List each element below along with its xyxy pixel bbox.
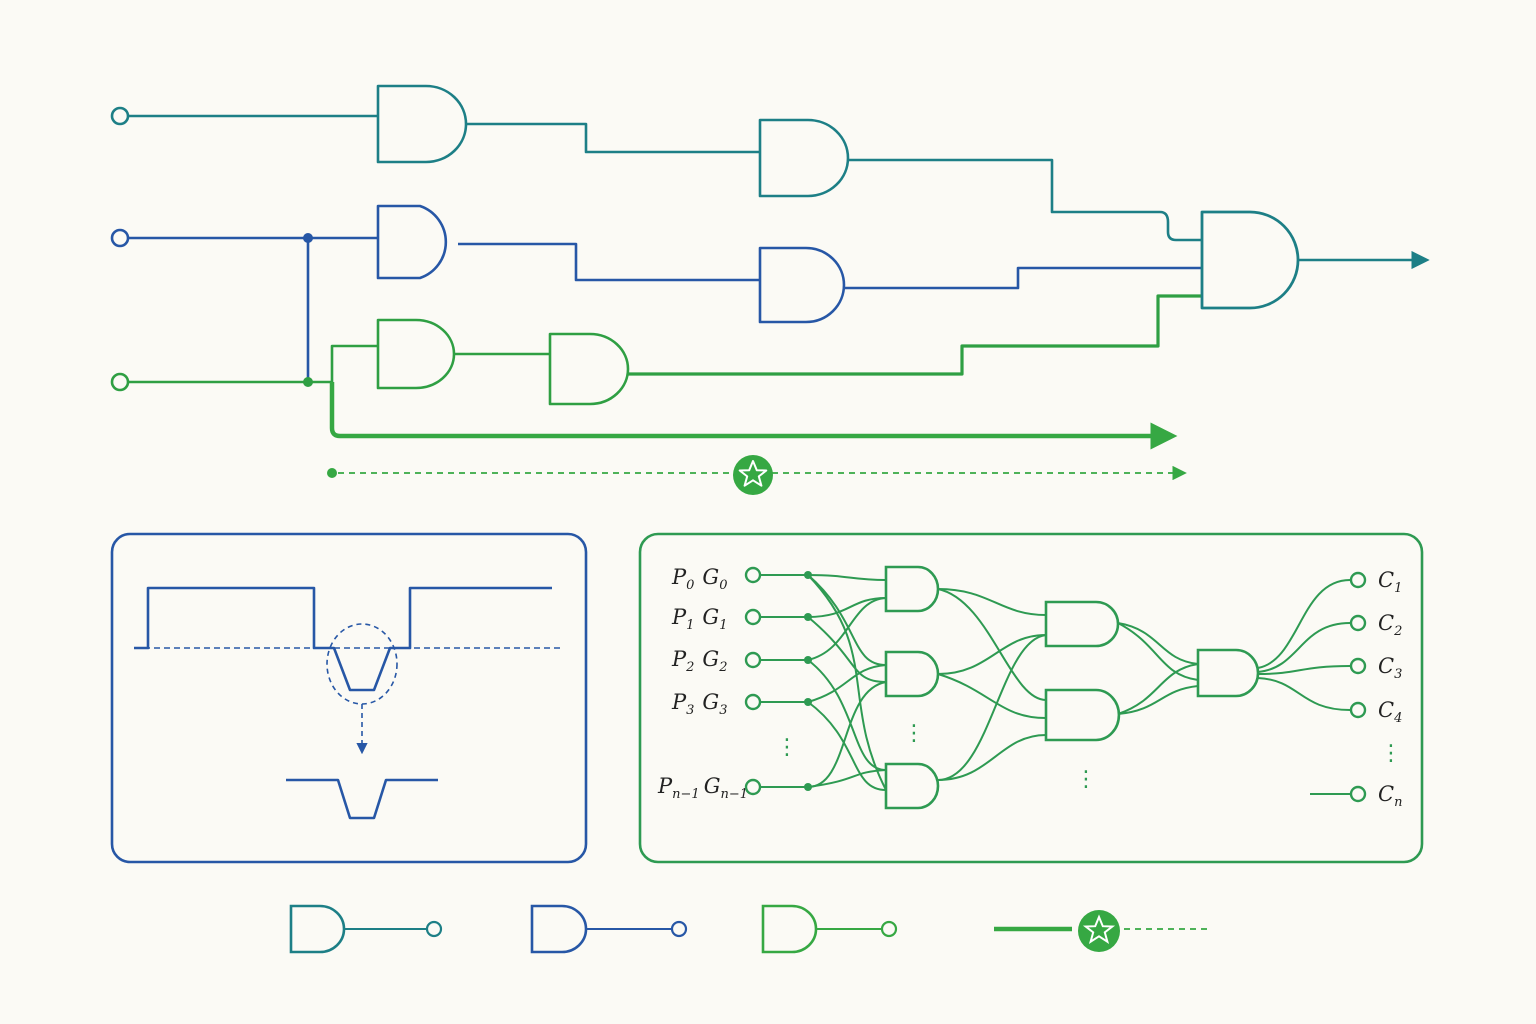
junction-b xyxy=(303,233,313,243)
legend-teal-gate xyxy=(289,904,443,954)
wire-g4-out xyxy=(628,294,1202,376)
stage1-gate-1[interactable] xyxy=(884,565,940,613)
and-gate-3[interactable] xyxy=(376,318,456,390)
terminal-p2g2[interactable] xyxy=(744,651,762,669)
and-gate-5[interactable] xyxy=(758,118,850,198)
bypass-path xyxy=(329,382,1178,450)
stage2-gate-2[interactable] xyxy=(1044,688,1121,742)
terminal-c2[interactable] xyxy=(1349,614,1367,632)
terminal-pn1gn1[interactable] xyxy=(744,778,762,796)
legend xyxy=(289,904,1210,954)
input-terminal-a[interactable] xyxy=(110,106,130,126)
wire-g5-out xyxy=(848,158,1202,242)
input-terminal-c[interactable] xyxy=(110,372,130,392)
stage3-gate[interactable] xyxy=(1196,648,1260,698)
legend-green-gate xyxy=(761,904,898,954)
network-input-terminals xyxy=(744,566,762,796)
label-cn: Cn xyxy=(1378,782,1402,810)
terminal-c3[interactable] xyxy=(1349,657,1367,675)
ellipsis-inputs: ⋮ xyxy=(776,735,798,760)
network-wires xyxy=(760,574,1351,795)
legend-path xyxy=(994,910,1210,952)
stage1-gate-2[interactable] xyxy=(884,650,940,698)
terminal-p1g1[interactable] xyxy=(744,608,762,626)
label-c1: C1 xyxy=(1378,568,1402,596)
wire-g1-out xyxy=(466,122,760,154)
wire-g6-out xyxy=(844,266,1202,290)
waveform xyxy=(134,586,552,692)
junction-c xyxy=(303,377,313,387)
ellipsis-outputs: ⋮ xyxy=(1380,741,1402,766)
label-c4: C4 xyxy=(1378,698,1402,726)
terminal-p3g3[interactable] xyxy=(744,693,762,711)
network-gates xyxy=(884,565,1260,810)
legend-blue-gate xyxy=(530,904,688,954)
terminal-cn[interactable] xyxy=(1349,785,1367,803)
terminal-p0g0[interactable] xyxy=(744,566,762,584)
ellipses: ⋮ ⋮ ⋮ ⋮ xyxy=(776,721,1402,792)
and-gate-4[interactable] xyxy=(548,332,630,406)
wire-c-up xyxy=(330,344,378,382)
stage1-gate-3[interactable] xyxy=(884,762,940,810)
star-icon xyxy=(733,455,773,495)
stage2-gate-1[interactable] xyxy=(1044,600,1120,648)
terminal-c4[interactable] xyxy=(1349,701,1367,719)
and-gate-6[interactable] xyxy=(758,246,846,324)
wire-g2-out xyxy=(458,242,760,282)
label-c2: C2 xyxy=(1378,611,1402,639)
glitch-highlight xyxy=(326,623,398,705)
main-circuit xyxy=(110,84,1430,495)
glitch-panel xyxy=(110,532,588,864)
legend-star-icon xyxy=(1078,910,1120,952)
output-labels: C1 C2 C3 C4 Cn xyxy=(1378,568,1402,810)
network-output-terminals xyxy=(1349,571,1367,803)
ellipsis-stage2: ⋮ xyxy=(1075,767,1097,792)
and-gate-2[interactable] xyxy=(376,204,448,280)
glitch-pulse xyxy=(286,778,438,820)
and-gate-final[interactable] xyxy=(1200,210,1300,310)
ellipsis-stage1: ⋮ xyxy=(903,721,925,746)
dashed-path-start xyxy=(327,468,337,478)
input-terminal-b[interactable] xyxy=(110,228,130,248)
terminal-c1[interactable] xyxy=(1349,571,1367,589)
network-junctions xyxy=(804,571,812,791)
label-c3: C3 xyxy=(1378,654,1402,682)
and-gate-1[interactable] xyxy=(376,84,468,164)
